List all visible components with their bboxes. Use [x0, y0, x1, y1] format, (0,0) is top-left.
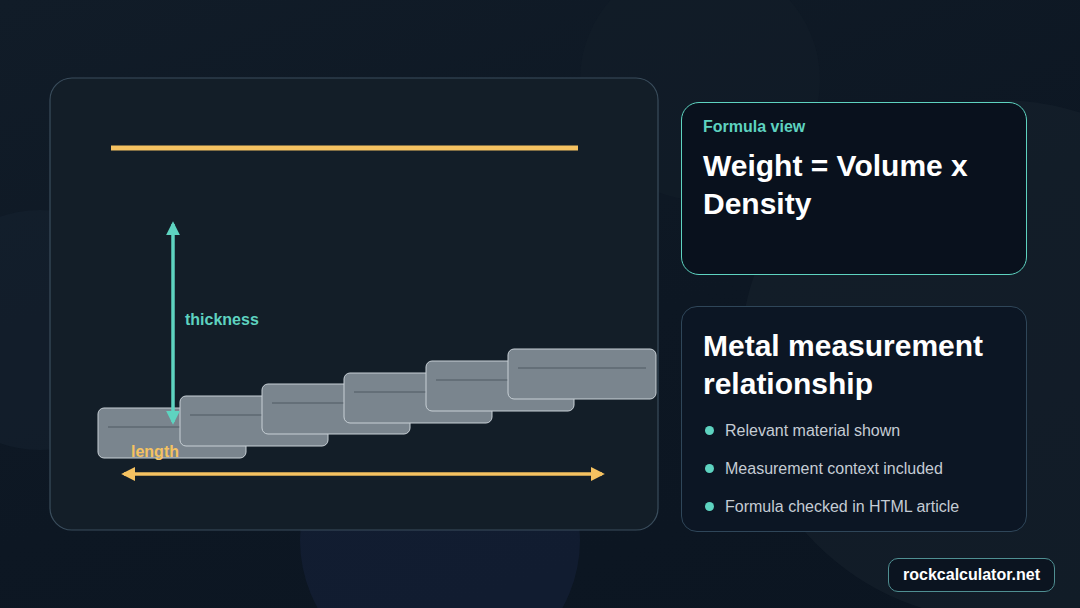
- dimension-label: length: [131, 443, 179, 461]
- site-name: rockcalculator.net: [903, 565, 1040, 585]
- bullet-item: Formula checked in HTML article: [703, 497, 1006, 517]
- card-heading: Weight = Volume x Density: [703, 147, 1006, 223]
- thickness-arrow: [171, 224, 175, 422]
- card-heading: Metal measurement relationship: [703, 327, 1006, 403]
- bullet-item: Relevant material shown: [703, 421, 1006, 441]
- dimension-label: thickness: [185, 311, 259, 329]
- reference-line: [111, 146, 578, 151]
- length-arrow: [124, 472, 602, 476]
- bullet-item: Measurement context included: [703, 459, 1006, 479]
- illustration-panel: [50, 78, 658, 530]
- formula-card: Formula viewWeight = Volume x Density: [681, 102, 1027, 275]
- info-card: Metal measurement relationshipRelevant m…: [681, 306, 1027, 532]
- card-kicker: Formula view: [703, 117, 1006, 137]
- metal-plates: [98, 349, 656, 458]
- site-badge: rockcalculator.net: [888, 558, 1055, 592]
